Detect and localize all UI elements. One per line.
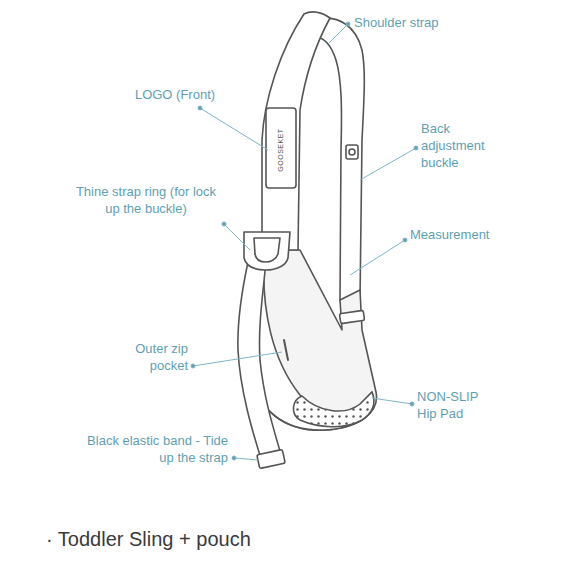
hip-pad bbox=[293, 392, 373, 427]
leader-dot bbox=[232, 456, 236, 460]
leader-line bbox=[234, 458, 258, 460]
back-buckle-ring bbox=[349, 149, 355, 155]
shoulder-strap bbox=[262, 12, 330, 250]
back-strap bbox=[316, 18, 364, 300]
elastic-band bbox=[257, 449, 285, 468]
leader-dot bbox=[198, 106, 202, 110]
leader-line bbox=[328, 24, 348, 44]
logo-text: GOOSEKET bbox=[277, 124, 285, 176]
leader-dot bbox=[403, 238, 407, 242]
leader-dot bbox=[410, 402, 414, 406]
caption: · Toddler Sling + pouch bbox=[46, 527, 251, 551]
zip-pocket bbox=[284, 340, 288, 360]
leader-line bbox=[360, 148, 416, 180]
back-adjuster bbox=[339, 310, 364, 323]
leader-dot bbox=[414, 146, 418, 150]
leader-line bbox=[200, 108, 268, 150]
strap-ring bbox=[244, 232, 290, 270]
part-label: NON-SLIP Hip Pad bbox=[417, 388, 497, 422]
part-label: Outer zip pocket bbox=[110, 340, 188, 374]
leader-dot bbox=[191, 364, 195, 368]
part-label: Shoulder strap bbox=[354, 14, 474, 31]
part-label: Black elastic band - Tide up the strap bbox=[70, 432, 228, 466]
lower-strap bbox=[238, 262, 282, 462]
logo-patch bbox=[266, 108, 296, 188]
part-label: Back adjustment buckle bbox=[421, 120, 501, 171]
buckle bbox=[254, 238, 280, 262]
leader-line bbox=[224, 224, 250, 250]
leader-line bbox=[350, 240, 405, 275]
part-label: LOGO (Front) bbox=[120, 86, 230, 103]
back-buckle bbox=[346, 145, 358, 159]
leader-dot bbox=[222, 222, 226, 226]
leader-dot bbox=[346, 22, 350, 26]
part-label: Thine strap ring (for lock up the buckle… bbox=[68, 183, 224, 217]
leader-line bbox=[193, 352, 282, 366]
part-label: Measurement bbox=[410, 226, 520, 243]
leader-line bbox=[372, 398, 412, 404]
